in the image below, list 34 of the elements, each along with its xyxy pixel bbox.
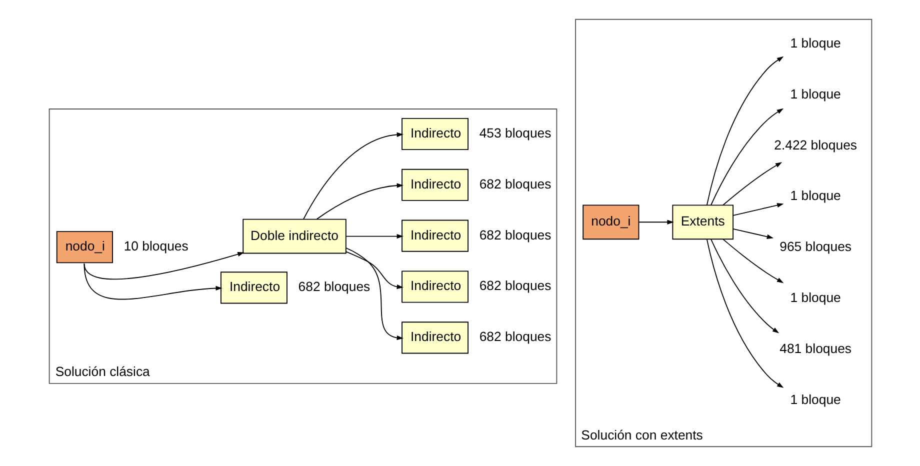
node-text: 1 bloque: [790, 86, 840, 102]
arrow: [345, 248, 403, 340]
arrow: [83, 263, 222, 300]
arrow: [732, 228, 774, 239]
node-label: 682 bloques: [478, 176, 551, 192]
node-label: 682 bloques: [478, 227, 551, 242]
arrow: [706, 238, 784, 388]
node-label: 453 bloques: [478, 125, 551, 140]
node-label: 682 bloques: [478, 278, 551, 294]
node-text: 1 bloque: [790, 35, 840, 50]
node-box: nodo_i: [582, 204, 639, 240]
node-text: 1 bloque: [790, 392, 840, 407]
node-box: Doble indirecto: [242, 218, 346, 254]
node-text: 965 bloques: [779, 239, 852, 254]
node-box: Extents: [672, 204, 734, 240]
node-label: 10 bloques: [123, 238, 188, 254]
arrow: [722, 238, 784, 284]
arrow: [722, 162, 782, 206]
arrow: [344, 251, 403, 290]
node-label: 682 bloques: [298, 279, 370, 294]
arrow: [710, 238, 779, 334]
node-text: 481 bloques: [779, 340, 852, 356]
arrow: [316, 183, 403, 220]
node-text: 1 bloque: [790, 290, 840, 306]
arrow: [706, 56, 784, 206]
node-text: 1 bloque: [790, 188, 840, 204]
arrow: [345, 234, 403, 239]
arrow: [732, 203, 784, 216]
arrow: [710, 108, 784, 206]
arrow: [302, 132, 403, 220]
arrow: [638, 220, 674, 224]
arrow: [83, 252, 244, 280]
node-text: 2.422 bloques: [774, 137, 857, 152]
node-label: 682 bloques: [478, 329, 551, 344]
